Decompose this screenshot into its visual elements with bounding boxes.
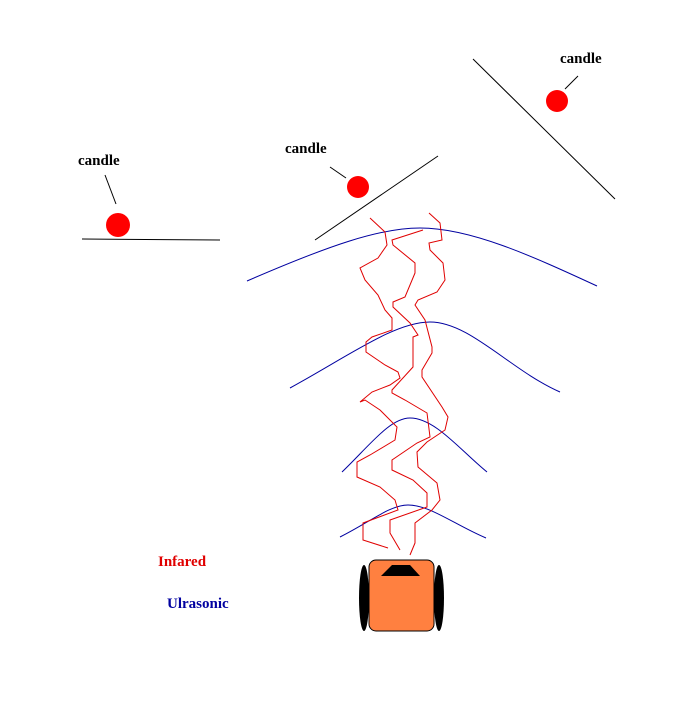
robot-left-wheel <box>359 565 369 631</box>
ultrasonic-wave-4 <box>339 504 487 539</box>
infrared-path-3 <box>409 212 449 556</box>
wall-2 <box>314 155 439 241</box>
candle-3-label: candle <box>560 51 602 67</box>
infrared-path-1 <box>356 217 401 549</box>
ultrasonic-wave-2 <box>289 321 561 393</box>
robot-right-wheel <box>434 565 444 631</box>
candle-3 <box>546 90 568 112</box>
candle-2 <box>347 176 369 198</box>
candle-3-leader <box>564 75 579 90</box>
candle-1-label: candle <box>78 153 120 169</box>
robot-body <box>368 559 435 632</box>
legend-infrared: Infared <box>158 554 207 570</box>
ultrasonic-wave-3 <box>341 417 488 473</box>
wall-1 <box>81 238 221 241</box>
wall-3 <box>472 58 616 200</box>
candle-2-label: candle <box>285 141 327 157</box>
robot <box>359 559 444 632</box>
legend-ultrasonic: Ulrasonic <box>167 596 229 612</box>
candle-1-leader <box>104 174 117 205</box>
infrared-path-2 <box>389 229 431 551</box>
candle-2-leader <box>329 166 347 179</box>
robot-sensor <box>381 565 420 576</box>
candle-1 <box>106 213 130 237</box>
ultrasonic-wave-1 <box>246 227 598 287</box>
